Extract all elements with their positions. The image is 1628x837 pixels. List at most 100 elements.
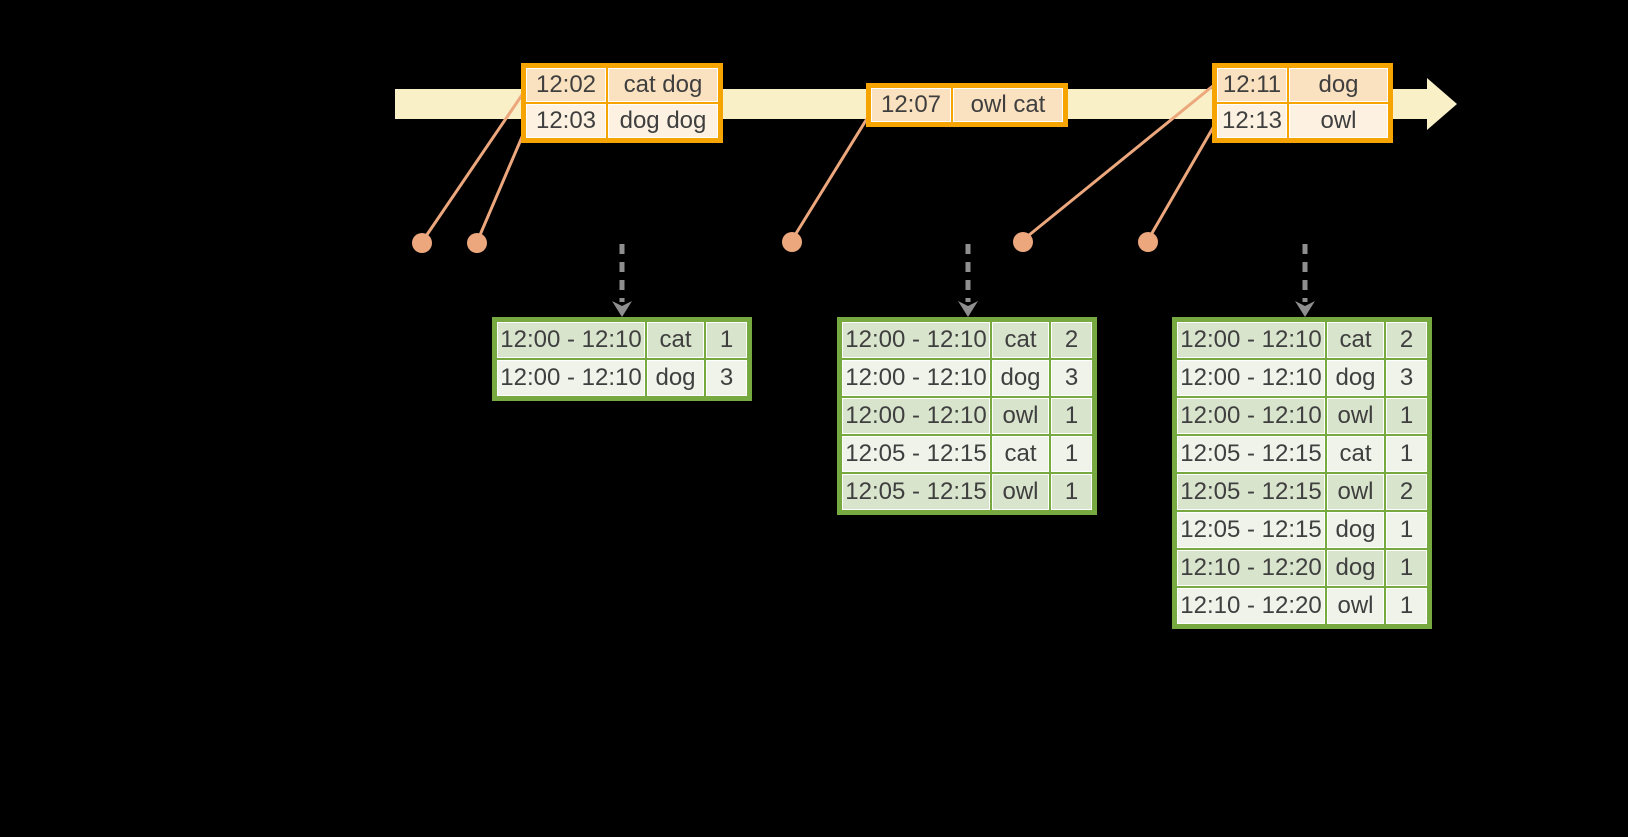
window-cell: 12:00 - 12:10 [497, 360, 645, 396]
event-time-cell: 12:13 [1217, 104, 1287, 138]
count-cell: 2 [1386, 474, 1427, 510]
count-cell: 1 [1386, 436, 1427, 472]
table-row: 12:05 - 12:15 cat 1 [1177, 436, 1427, 472]
table-row: 12:03 dog dog [526, 104, 718, 138]
table-row: 12:02 cat dog [526, 68, 718, 102]
event-time-dot [412, 233, 432, 253]
event-time-cell: 12:07 [871, 88, 951, 122]
event-time-cell: 12:02 [526, 68, 606, 102]
result-table-3: 12:00 - 12:10 cat 2 12:00 - 12:10 dog 3 … [1172, 317, 1432, 629]
count-cell: 3 [1386, 360, 1427, 396]
table-row: 12:13 owl [1217, 104, 1388, 138]
word-cell: cat [1327, 436, 1384, 472]
table-row: 12:00 - 12:10 cat 2 [1177, 322, 1427, 358]
count-cell: 1 [1386, 398, 1427, 434]
event-table-3: 12:11 dog 12:13 owl [1212, 63, 1393, 143]
leader-line [790, 116, 870, 241]
table-row: 12:00 - 12:10 dog 3 [842, 360, 1092, 396]
trigger-down-arrow [1295, 244, 1315, 317]
window-cell: 12:05 - 12:15 [842, 474, 990, 510]
window-cell: 12:00 - 12:10 [497, 322, 645, 358]
table-row: 12:05 - 12:15 owl 1 [842, 474, 1092, 510]
table-row: 12:07 owl cat [871, 88, 1063, 122]
trigger-down-arrow [612, 244, 632, 317]
leader-line [475, 129, 527, 243]
count-cell: 1 [1051, 398, 1092, 434]
trigger-down-arrows [612, 244, 1315, 317]
window-cell: 12:00 - 12:10 [1177, 360, 1325, 396]
word-cell: dog [1327, 512, 1384, 548]
event-time-dot [467, 233, 487, 253]
event-words-cell: dog [1289, 68, 1388, 102]
event-time-cell: 12:11 [1217, 68, 1287, 102]
window-cell: 12:05 - 12:15 [1177, 474, 1325, 510]
word-cell: owl [992, 398, 1049, 434]
count-cell: 1 [1386, 588, 1427, 624]
event-table-1: 12:02 cat dog 12:03 dog dog [521, 63, 723, 143]
table-row: 12:00 - 12:10 dog 3 [497, 360, 747, 396]
table-row: 12:10 - 12:20 owl 1 [1177, 588, 1427, 624]
table-row: 12:10 - 12:20 dog 1 [1177, 550, 1427, 586]
window-cell: 12:00 - 12:10 [1177, 322, 1325, 358]
window-cell: 12:10 - 12:20 [1177, 588, 1325, 624]
trigger-arrowhead-icon [1295, 301, 1315, 317]
event-time-dots [412, 232, 1158, 253]
window-cell: 12:00 - 12:10 [842, 398, 990, 434]
trigger-down-arrow [958, 244, 978, 317]
word-cell: cat [992, 322, 1049, 358]
word-cell: dog [992, 360, 1049, 396]
count-cell: 3 [1051, 360, 1092, 396]
leader-line [1022, 83, 1215, 242]
window-cell: 12:00 - 12:10 [1177, 398, 1325, 434]
event-words-cell: owl cat [953, 88, 1063, 122]
trigger-arrowhead-icon [612, 301, 632, 317]
table-row: 12:05 - 12:15 dog 1 [1177, 512, 1427, 548]
event-time-dot [782, 232, 802, 252]
table-row: 12:00 - 12:10 dog 3 [1177, 360, 1427, 396]
event-words-cell: owl [1289, 104, 1388, 138]
window-cell: 12:05 - 12:15 [1177, 436, 1325, 472]
count-cell: 1 [1386, 550, 1427, 586]
window-cell: 12:00 - 12:10 [842, 360, 990, 396]
count-cell: 1 [1051, 436, 1092, 472]
window-cell: 12:05 - 12:15 [1177, 512, 1325, 548]
count-cell: 2 [1386, 322, 1427, 358]
table-row: 12:00 - 12:10 owl 1 [842, 398, 1092, 434]
result-table-1: 12:00 - 12:10 cat 1 12:00 - 12:10 dog 3 [492, 317, 752, 401]
table-row: 12:05 - 12:15 owl 2 [1177, 474, 1427, 510]
event-words-cell: dog dog [608, 104, 718, 138]
count-cell: 1 [1386, 512, 1427, 548]
word-cell: owl [1327, 398, 1384, 434]
window-cell: 12:10 - 12:20 [1177, 550, 1325, 586]
leader-line [420, 91, 526, 243]
word-cell: owl [1327, 474, 1384, 510]
table-row: 12:00 - 12:10 cat 1 [497, 322, 747, 358]
result-table-2: 12:00 - 12:10 cat 2 12:00 - 12:10 dog 3 … [837, 317, 1097, 515]
event-time-dot [1138, 232, 1158, 252]
event-table-2: 12:07 owl cat [866, 83, 1068, 127]
word-cell: owl [1327, 588, 1384, 624]
count-cell: 2 [1051, 322, 1092, 358]
timeline-arrowhead-icon [1427, 78, 1457, 130]
table-row: 12:00 - 12:10 cat 2 [842, 322, 1092, 358]
word-cell: dog [1327, 550, 1384, 586]
trigger-arrowhead-icon [958, 301, 978, 317]
event-time-cell: 12:03 [526, 104, 606, 138]
word-cell: cat [1327, 322, 1384, 358]
table-row: 12:00 - 12:10 owl 1 [1177, 398, 1427, 434]
table-row: 12:11 dog [1217, 68, 1388, 102]
word-cell: dog [1327, 360, 1384, 396]
word-cell: cat [647, 322, 704, 358]
count-cell: 1 [706, 322, 747, 358]
leader-line [1146, 125, 1216, 241]
count-cell: 3 [706, 360, 747, 396]
leader-lines [420, 83, 1216, 243]
count-cell: 1 [1051, 474, 1092, 510]
window-cell: 12:00 - 12:10 [842, 322, 990, 358]
table-row: 12:05 - 12:15 cat 1 [842, 436, 1092, 472]
word-cell: owl [992, 474, 1049, 510]
word-cell: dog [647, 360, 704, 396]
word-cell: cat [992, 436, 1049, 472]
event-words-cell: cat dog [608, 68, 718, 102]
event-time-dot [1013, 232, 1033, 252]
